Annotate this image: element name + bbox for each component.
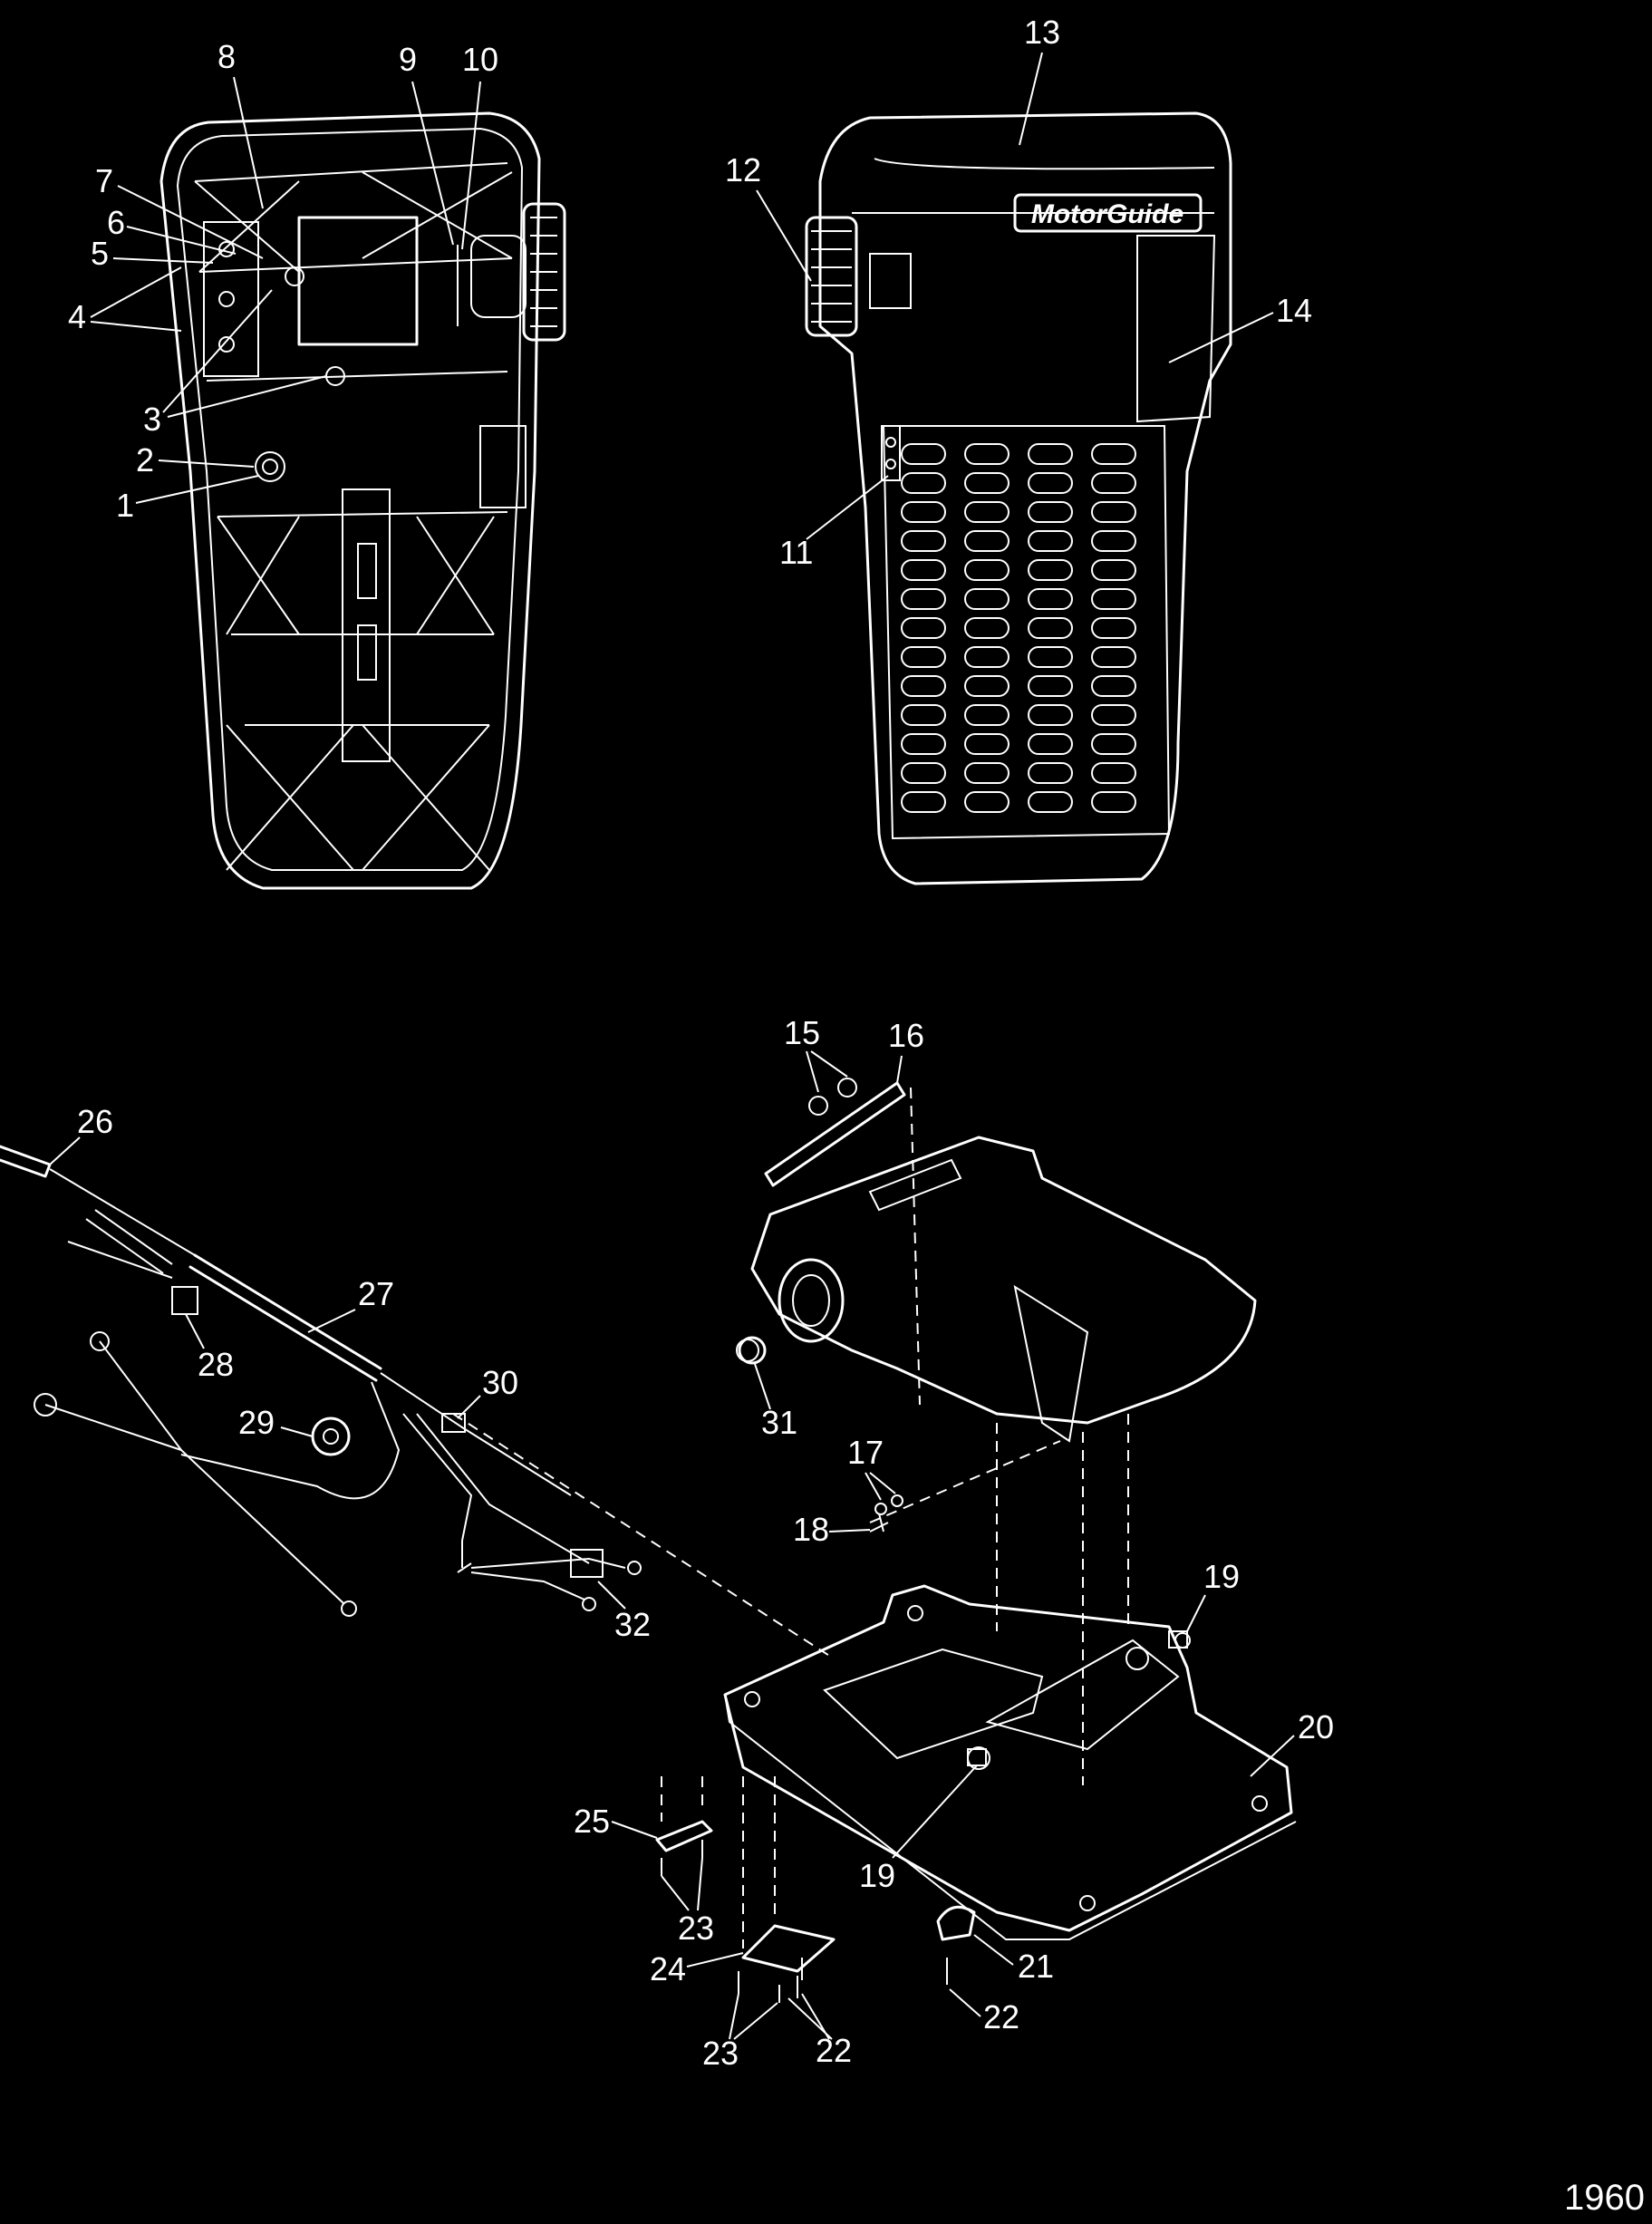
callout-18: 18 xyxy=(793,1511,829,1548)
callout-22a: 22 xyxy=(983,1998,1019,2035)
callout-21: 21 xyxy=(1018,1948,1054,1985)
callout-25: 25 xyxy=(574,1803,610,1840)
callout-6: 6 xyxy=(107,204,125,241)
callout-4: 4 xyxy=(68,298,86,335)
pedal-housing-top-view: MotorGuide xyxy=(805,111,1232,885)
callout-19a: 19 xyxy=(1203,1558,1240,1595)
callout-29: 28 xyxy=(198,1346,234,1383)
callout-13: 13 xyxy=(1024,14,1060,51)
callout-3: 3 xyxy=(143,401,161,438)
callout-20: 20 xyxy=(1298,1708,1334,1745)
callouts: 8 9 10 7 6 5 4 3 2 1 13 12 14 11 15 16 1… xyxy=(49,14,1334,2072)
callout-32: 32 xyxy=(614,1606,651,1643)
callout-30: 29 xyxy=(238,1404,275,1441)
callout-17: 17 xyxy=(847,1434,884,1471)
callout-22b: 22 xyxy=(816,2032,852,2069)
callout-2: 2 xyxy=(136,441,154,479)
callout-11: 11 xyxy=(779,534,813,571)
callout-15: 15 xyxy=(784,1014,820,1051)
callout-26: 31 xyxy=(761,1404,797,1441)
callout-8: 8 xyxy=(217,38,236,75)
callout-1: 1 xyxy=(116,487,134,524)
pedal-housing-bottom-view xyxy=(159,111,566,890)
grip-slots xyxy=(901,443,1136,813)
callout-14: 14 xyxy=(1276,292,1312,329)
callout-7: 7 xyxy=(95,162,113,199)
wire-harness xyxy=(0,1145,642,1617)
callout-28: 27 xyxy=(358,1275,394,1312)
callout-16: 16 xyxy=(888,1017,924,1054)
callout-10: 10 xyxy=(462,41,498,78)
callout-19b: 19 xyxy=(859,1857,895,1894)
callout-24: 24 xyxy=(650,1950,686,1987)
pedal-assembly-exploded xyxy=(452,1078,1297,2003)
callout-31: 30 xyxy=(482,1364,518,1401)
callout-5: 5 xyxy=(91,235,109,272)
callout-23b: 23 xyxy=(702,2035,739,2072)
figure-number: 1960 xyxy=(1564,2178,1645,2218)
callout-23a: 23 xyxy=(678,1910,714,1947)
callout-12: 12 xyxy=(725,151,761,189)
callout-9: 9 xyxy=(399,41,417,78)
motorguide-brand-label: MotorGuide xyxy=(1031,199,1183,229)
callout-27: 26 xyxy=(77,1103,113,1140)
